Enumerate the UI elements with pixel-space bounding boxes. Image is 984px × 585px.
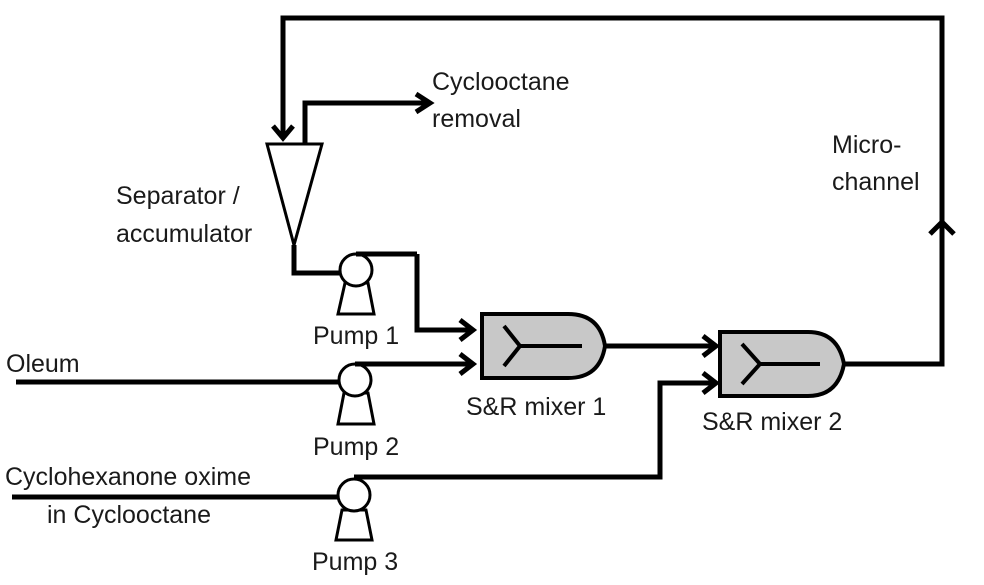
label-separator-1: Separator / [116, 182, 240, 210]
pump2-icon [336, 362, 376, 426]
pipe-mixer2-to-microchannel [280, 15, 945, 367]
label-cyclooctane-removal-2: removal [432, 105, 521, 133]
arrow-into-mixer2-top [701, 334, 721, 358]
label-pump1: Pump 1 [313, 322, 399, 350]
label-mixer2: S&R mixer 2 [702, 408, 842, 436]
arrow-cyclooctane-removal [414, 91, 435, 115]
label-pump2: Pump 2 [313, 433, 399, 461]
arrow-into-mixer2-bottom [701, 371, 721, 395]
label-oxime-1: Cyclohexanone oxime [5, 463, 251, 491]
arrow-into-mixer1-bottom [458, 352, 478, 376]
label-cyclooctane-removal-1: Cyclooctane [432, 68, 570, 96]
pipe-pump3-to-mixer2 [354, 380, 716, 480]
arrow-microchannel-up [928, 218, 956, 236]
separator-accumulator [265, 142, 324, 251]
label-oleum: Oleum [6, 350, 80, 378]
label-separator-2: accumulator [116, 220, 252, 248]
mixer1-icon [480, 312, 608, 380]
pump1-icon [336, 252, 376, 316]
pipe-pump1-to-mixer1 [356, 251, 470, 333]
pump3-icon [334, 477, 374, 542]
label-microchannel-2: channel [832, 168, 920, 196]
arrow-into-separator [271, 124, 295, 142]
pipe-cyclooctane-removal [302, 100, 430, 143]
label-microchannel-1: Micro- [832, 131, 901, 159]
mixer2-icon [718, 330, 847, 398]
label-pump3: Pump 3 [312, 548, 398, 576]
label-mixer1: S&R mixer 1 [466, 393, 606, 421]
label-oxime-2: in Cyclooctane [47, 501, 211, 529]
arrow-into-mixer1-top [458, 318, 478, 342]
